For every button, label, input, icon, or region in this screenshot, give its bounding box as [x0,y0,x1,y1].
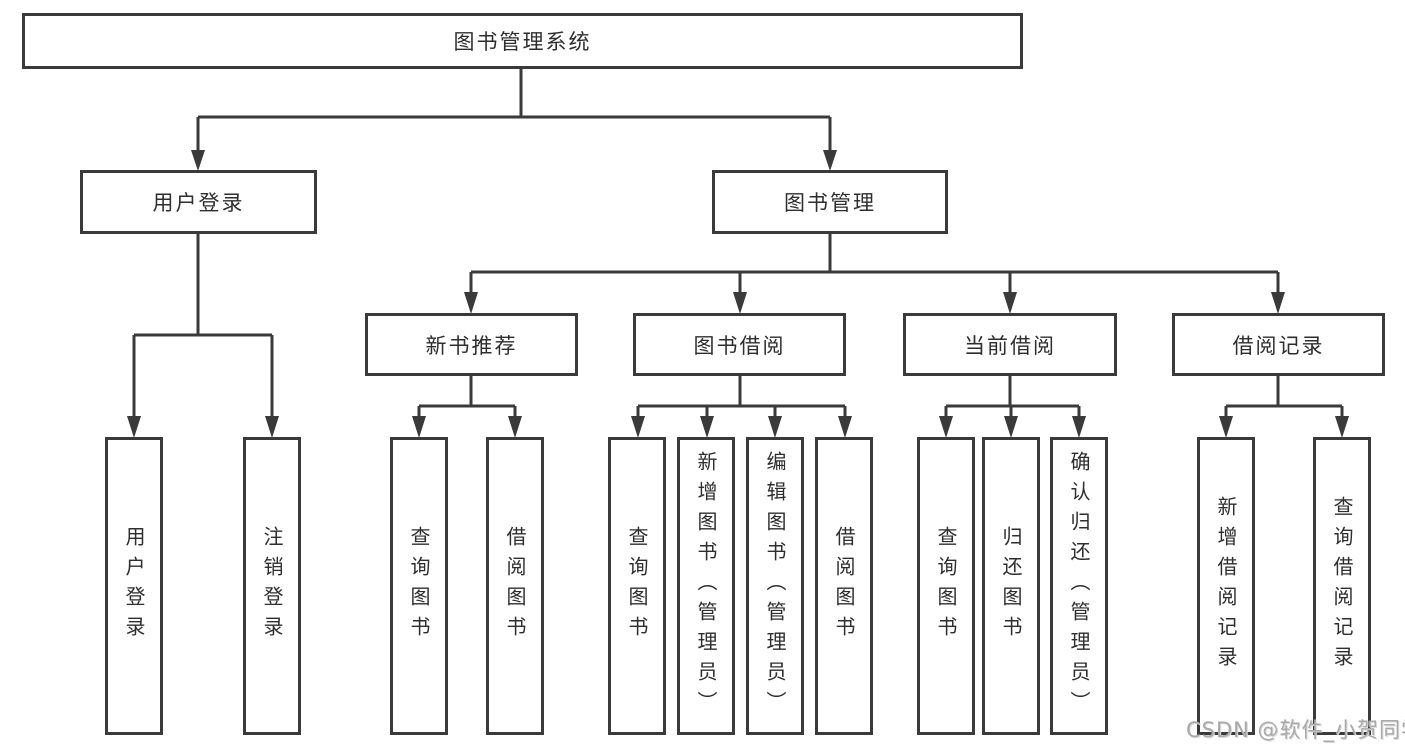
leaf-borrow-books-2: 借阅图书 [815,437,873,735]
leaf-return-books: 归还图书 [982,437,1040,735]
leaf-query-borrow-record: 查询借阅记录 [1313,437,1371,735]
node-current-borrow: 当前借阅 [903,313,1117,376]
leaf-add-borrow-record: 新增借阅记录 [1197,437,1255,735]
leaf-edit-books-admin: 编辑图书（管理员） [746,437,804,735]
node-user-login: 用户登录 [80,170,317,234]
csdn-watermark: CSDN @软件_小贺同学 [1186,718,1405,742]
leaf-query-books-1: 查询图书 [390,437,448,735]
leaf-borrow-books-1: 借阅图书 [486,437,544,735]
leaf-logout: 注销登录 [243,437,301,735]
node-book-borrow: 图书借阅 [633,313,846,376]
leaf-user-login: 用户登录 [105,437,163,735]
node-borrow-records: 借阅记录 [1172,313,1385,376]
leaf-confirm-return-admin: 确认归还（管理员） [1050,437,1108,735]
node-new-book-recommend: 新书推荐 [365,313,578,376]
leaf-query-books-2: 查询图书 [608,437,666,735]
node-library-management-system: 图书管理系统 [22,13,1023,69]
node-book-management: 图书管理 [712,170,948,234]
leaf-query-books-3: 查询图书 [917,437,975,735]
leaf-add-books-admin: 新增图书（管理员） [677,437,735,735]
